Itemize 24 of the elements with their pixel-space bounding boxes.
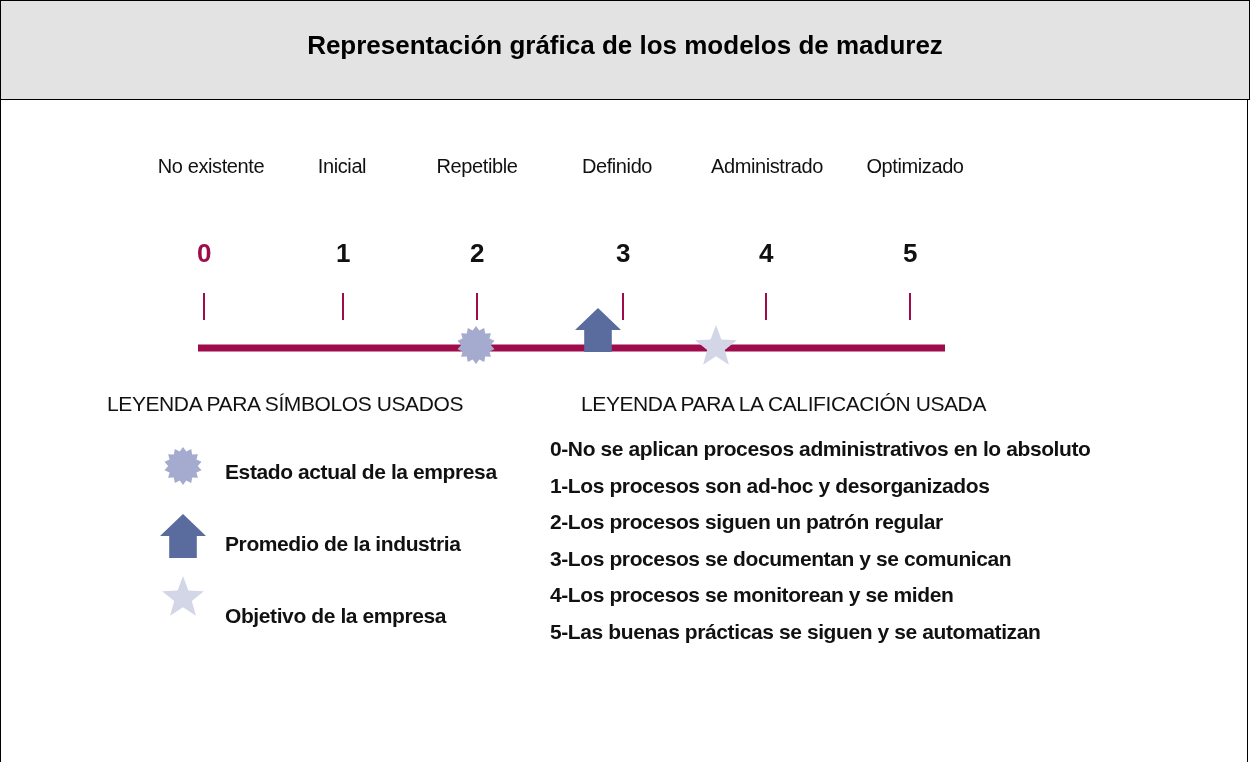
scale-number: 0	[196, 238, 212, 269]
rating-description: 1-Los procesos son ad-hoc y desorganizados	[550, 473, 990, 498]
scale-number: 1	[335, 238, 351, 269]
legend-text: Estado actual de la empresa	[225, 460, 497, 484]
rating-description: 5-Las buenas prácticas se siguen y se automatizan	[550, 619, 1041, 644]
level-name: Optimizado	[866, 155, 964, 178]
scale-number: 3	[615, 238, 631, 269]
title: Representación gráfica de los modelos de madurez	[306, 30, 944, 61]
legend-heading: LEYENDA PARA SÍMBOLOS USADOS	[107, 392, 464, 416]
scale-number: 4	[758, 238, 774, 269]
scale-number: 5	[902, 238, 918, 269]
rating-description: 3-Los procesos se documentan y se comunican	[550, 546, 1012, 571]
rating-description: 0-No se aplican procesos administrativos en lo absoluto	[550, 437, 1091, 461]
level-name: No existente	[157, 155, 265, 178]
rating-description: 2-Los procesos siguen un patrón regular	[550, 510, 943, 534]
legend-heading: LEYENDA PARA LA CALIFICACIÓN USADA	[581, 392, 986, 416]
scale-number: 2	[469, 238, 485, 269]
level-name: Repetible	[436, 155, 518, 178]
legend-text: Promedio de la industria	[225, 532, 461, 556]
level-name: Inicial	[317, 155, 367, 178]
level-name: Administrado	[711, 155, 823, 178]
level-name: Definido	[581, 155, 653, 178]
legend-text: Objetivo de la empresa	[225, 604, 447, 628]
rating-description: 4-Los procesos se monitorean y se miden	[550, 583, 954, 607]
